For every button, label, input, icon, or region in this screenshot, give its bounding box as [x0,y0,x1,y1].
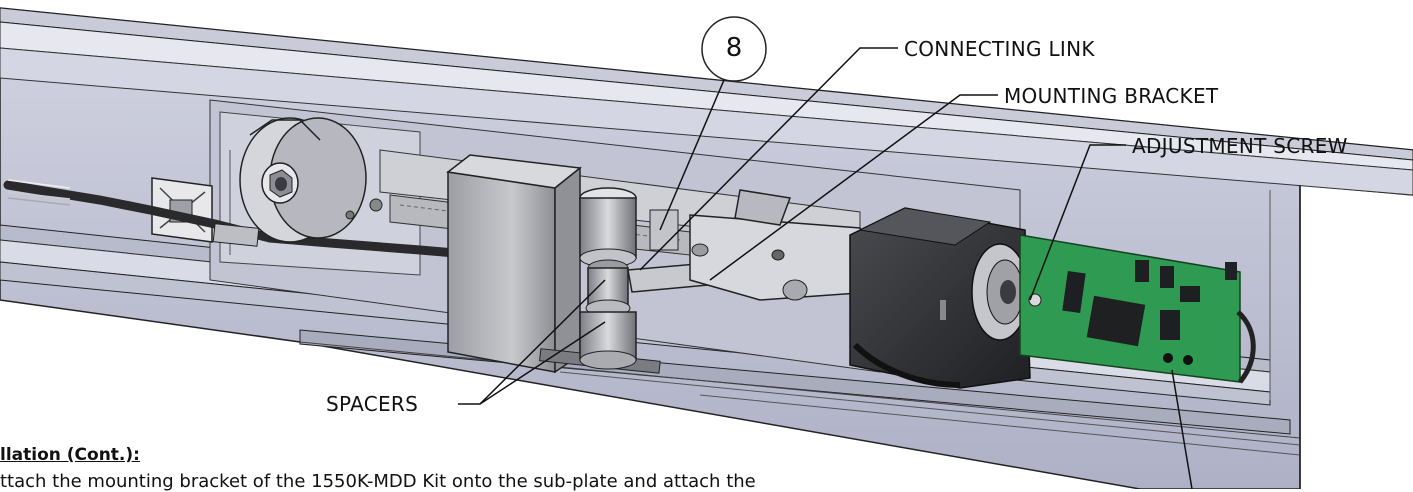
leader-pcb [1171,369,1193,489]
leader-adjustment-screw [1029,144,1126,301]
section-heading: llation (Cont.): [0,445,140,465]
motor [849,207,1031,389]
leader-spacers-b [479,321,606,405]
balloon-number: 8 [725,33,743,63]
leader-balloon-8 [659,79,725,231]
spacer-shaft-assembly [579,187,637,370]
label-mounting-bracket: MOUNTING BRACKET [1004,84,1219,108]
instruction-text: ttach the mounting bracket of the 1550K-… [0,471,756,492]
wire-harness [3,179,565,267]
label-adjustment-screw: ADJUSTMENT SCREW [1132,134,1348,158]
control-board [1019,234,1256,384]
mounting-bracket [649,189,902,301]
leader-connecting-link [639,47,898,271]
item-balloon-8 [701,16,767,82]
label-connecting-link: CONNECTING LINK [904,37,1095,61]
label-spacers: SPACERS [326,392,419,416]
leader-lines [458,47,1193,489]
cam-disc [239,117,367,243]
leader-mounting-bracket [709,94,998,281]
